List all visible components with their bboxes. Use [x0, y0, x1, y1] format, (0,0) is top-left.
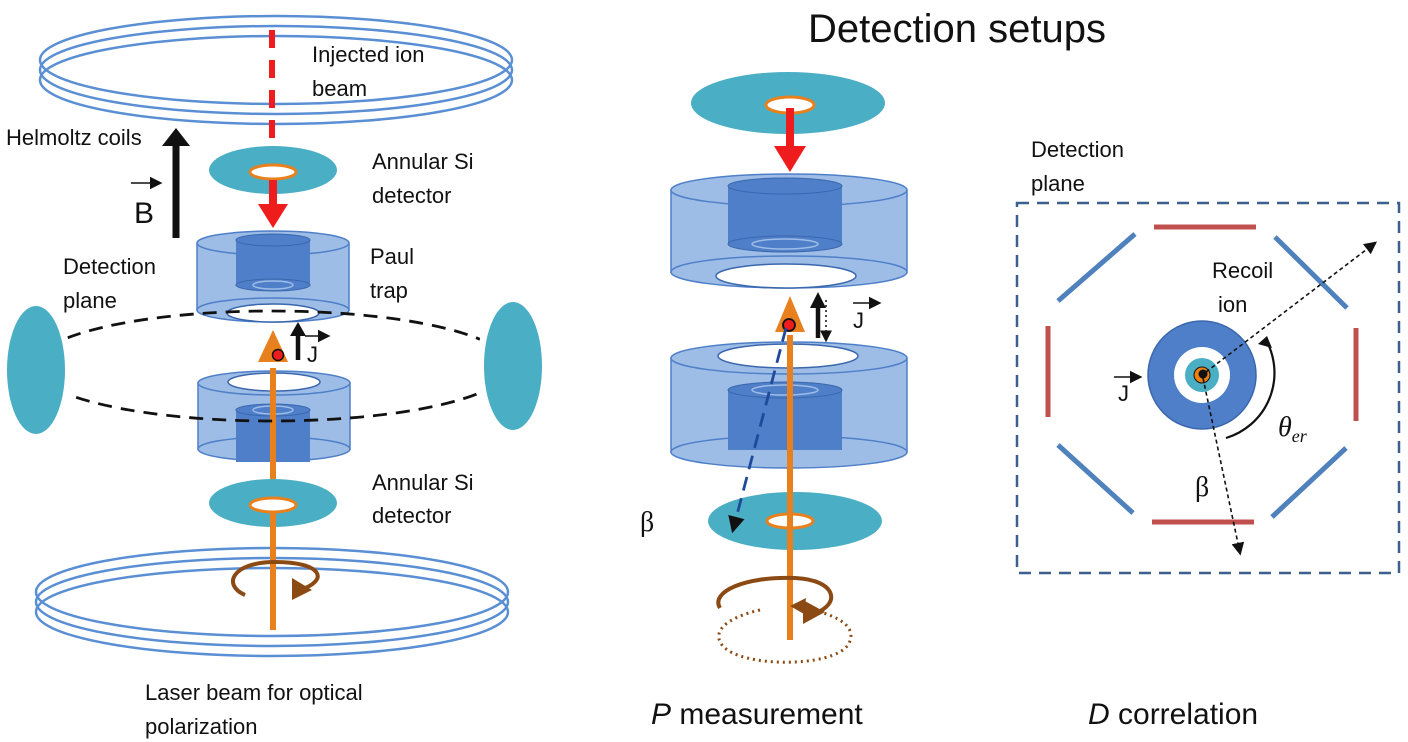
d-recoil-label-1: Recoil [1212, 258, 1273, 283]
d-central-detector [1147, 320, 1257, 430]
p-reverse-polarization-dotted [717, 608, 853, 664]
p-caption-rest: measurement [671, 698, 863, 731]
p-beta-trajectory [728, 327, 788, 534]
p-circular-polarization-arrowhead [803, 600, 825, 624]
helmoltz-label: Helmoltz coils [6, 125, 142, 150]
p-circular-polarization-arrow [716, 575, 834, 615]
d-theta-arc [1225, 339, 1276, 440]
d-theta-subscript: er [1292, 426, 1308, 446]
d-detection-label-2: plane [1031, 171, 1085, 196]
p-injection-arrowhead [774, 146, 806, 172]
d-caption-rest: correlation [1110, 698, 1258, 731]
main-title: Detection setups [808, 7, 1106, 51]
side-detector-left [6, 304, 72, 436]
d-detection-label-1: Detection [1031, 137, 1124, 162]
trapped-ion-dot [271, 348, 285, 362]
circular-polarization-arrow [231, 559, 320, 597]
detection-label-1: Detection [63, 254, 156, 279]
d-beta-trajectory [1202, 377, 1245, 556]
d-theta-label: θer [1278, 412, 1308, 446]
circular-polarization-arrowhead [292, 578, 312, 600]
laser-label-1: Laser beam for optical [145, 680, 363, 705]
annular-bottom-label-2: detector [372, 503, 452, 528]
ion-injection-arrowhead [258, 204, 288, 228]
annular-top-label-1: Annular Si [372, 149, 474, 174]
d-caption-italic: D [1088, 698, 1110, 731]
d-caption: D correlation [1088, 698, 1258, 731]
annular-bottom-label-1: Annular Si [372, 470, 474, 495]
helmholtz-coil-top [38, 14, 514, 126]
d-theta-arrowhead [1258, 336, 1272, 348]
detection-label-2: plane [63, 288, 117, 313]
d-recoil-label-2: ion [1218, 292, 1247, 317]
p-j-label: J [853, 308, 864, 333]
p-trap-upper [670, 173, 908, 289]
paul-label-2: trap [370, 278, 408, 303]
d-segment-top-left [1056, 232, 1137, 303]
paul-label-1: Paul [370, 244, 414, 269]
spin-j-arrowhead [290, 322, 306, 336]
d-detection-square [1015, 201, 1401, 575]
d-theta-symbol: θ [1278, 412, 1292, 443]
laser-label-2: polarization [145, 714, 258, 739]
right-panel: Detection plane Recoil ion J θer β D cor… [1015, 137, 1401, 731]
side-detector-right [477, 300, 543, 432]
b-field-arrowhead [162, 128, 190, 146]
d-segment-bottom-left [1056, 443, 1135, 515]
annular-top-label-2: detector [372, 183, 452, 208]
middle-panel: J β P measurement [640, 72, 908, 731]
d-j-label: J [1118, 381, 1129, 406]
p-caption-italic: P [651, 698, 671, 731]
paul-trap-upper [196, 230, 350, 323]
injected-label-2: beam [312, 76, 367, 101]
p-spin-j-arrowhead [810, 292, 826, 308]
p-bottom-detector [703, 492, 887, 558]
p-reverse-polarization-arrowhead [790, 598, 806, 614]
b-label: B [134, 197, 154, 230]
d-recoil-ion-trajectory [1205, 241, 1378, 373]
injected-label-1: Injected ion [312, 42, 425, 67]
d-segment-bottom-right [1270, 446, 1348, 519]
d-segment-top-right [1273, 235, 1349, 310]
d-beta-label: β [1195, 472, 1209, 503]
j-label-left: J [307, 342, 318, 367]
annular-detector-bottom [205, 479, 341, 535]
annular-detector-top [205, 146, 341, 202]
d-detector-segments [1045, 224, 1359, 525]
p-caption: P measurement [651, 698, 863, 731]
left-panel: Injected ion beam Helmoltz coils B Annul… [6, 14, 543, 739]
p-beta-label: β [640, 507, 654, 538]
